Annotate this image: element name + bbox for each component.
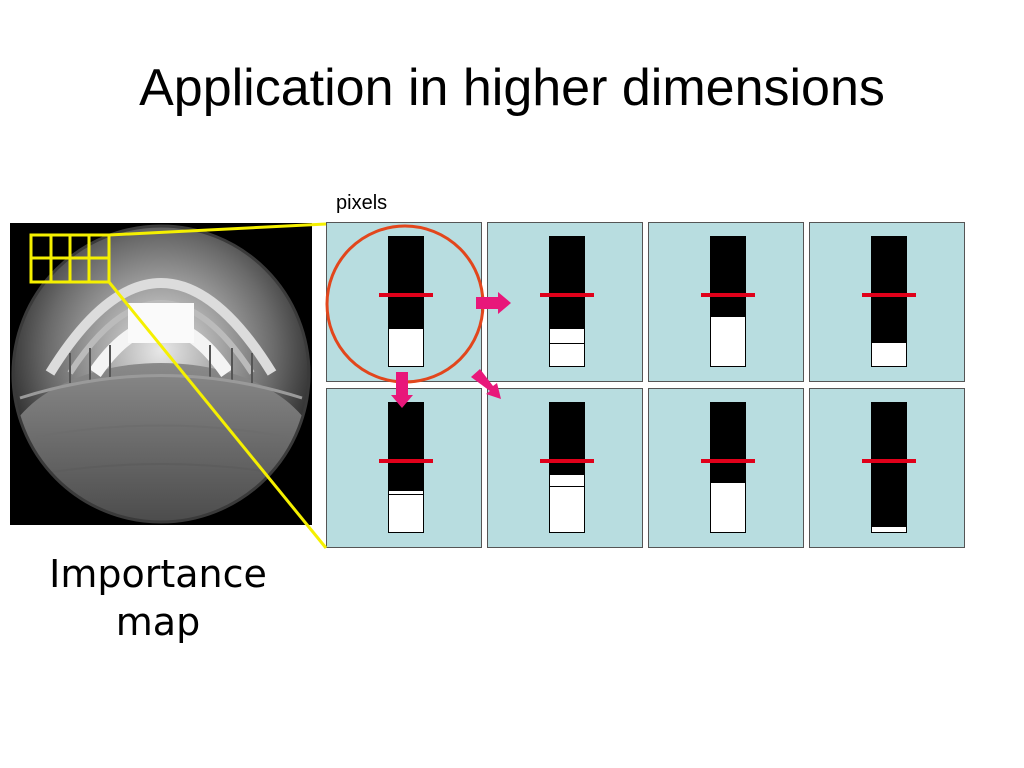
threshold-line (862, 458, 916, 463)
threshold-line (379, 292, 433, 297)
pixel-panel (326, 222, 482, 382)
threshold-line (862, 292, 916, 297)
threshold-line (379, 458, 433, 463)
sample-column (549, 236, 585, 367)
pixel-panel (809, 222, 965, 382)
sample-column (871, 402, 907, 533)
sample-fill (711, 482, 745, 532)
sample-column (388, 402, 424, 533)
sample-column (710, 236, 746, 367)
sample-fill (389, 490, 423, 532)
threshold-line (540, 292, 594, 297)
sample-fill (872, 526, 906, 532)
importance-map-image (10, 223, 312, 525)
sample-column (871, 236, 907, 367)
sample-column (549, 402, 585, 533)
slide-title: Application in higher dimensions (139, 59, 885, 117)
sample-divider (389, 493, 423, 495)
pixel-panel (809, 388, 965, 548)
pixel-panel (487, 222, 643, 382)
caption-line-1: Importance (49, 552, 267, 596)
pixel-panel (326, 388, 482, 548)
sample-column (710, 402, 746, 533)
light-probe-sphere (11, 224, 311, 524)
importance-map-caption: Importance map (20, 550, 296, 646)
pixel-panel (487, 388, 643, 548)
sample-fill (550, 328, 584, 366)
pixels-label: pixels (336, 192, 388, 214)
pixel-panel (648, 222, 804, 382)
sample-fill (389, 328, 423, 366)
sample-fill (550, 475, 584, 532)
threshold-line (701, 458, 755, 463)
sample-fill (711, 316, 745, 366)
sample-column (388, 236, 424, 367)
pixel-panel (648, 388, 804, 548)
sample-divider (550, 485, 584, 487)
sample-divider (550, 343, 584, 345)
sample-fill (872, 342, 906, 366)
threshold-line (701, 292, 755, 297)
caption-line-2: map (115, 600, 201, 644)
threshold-line (540, 458, 594, 463)
